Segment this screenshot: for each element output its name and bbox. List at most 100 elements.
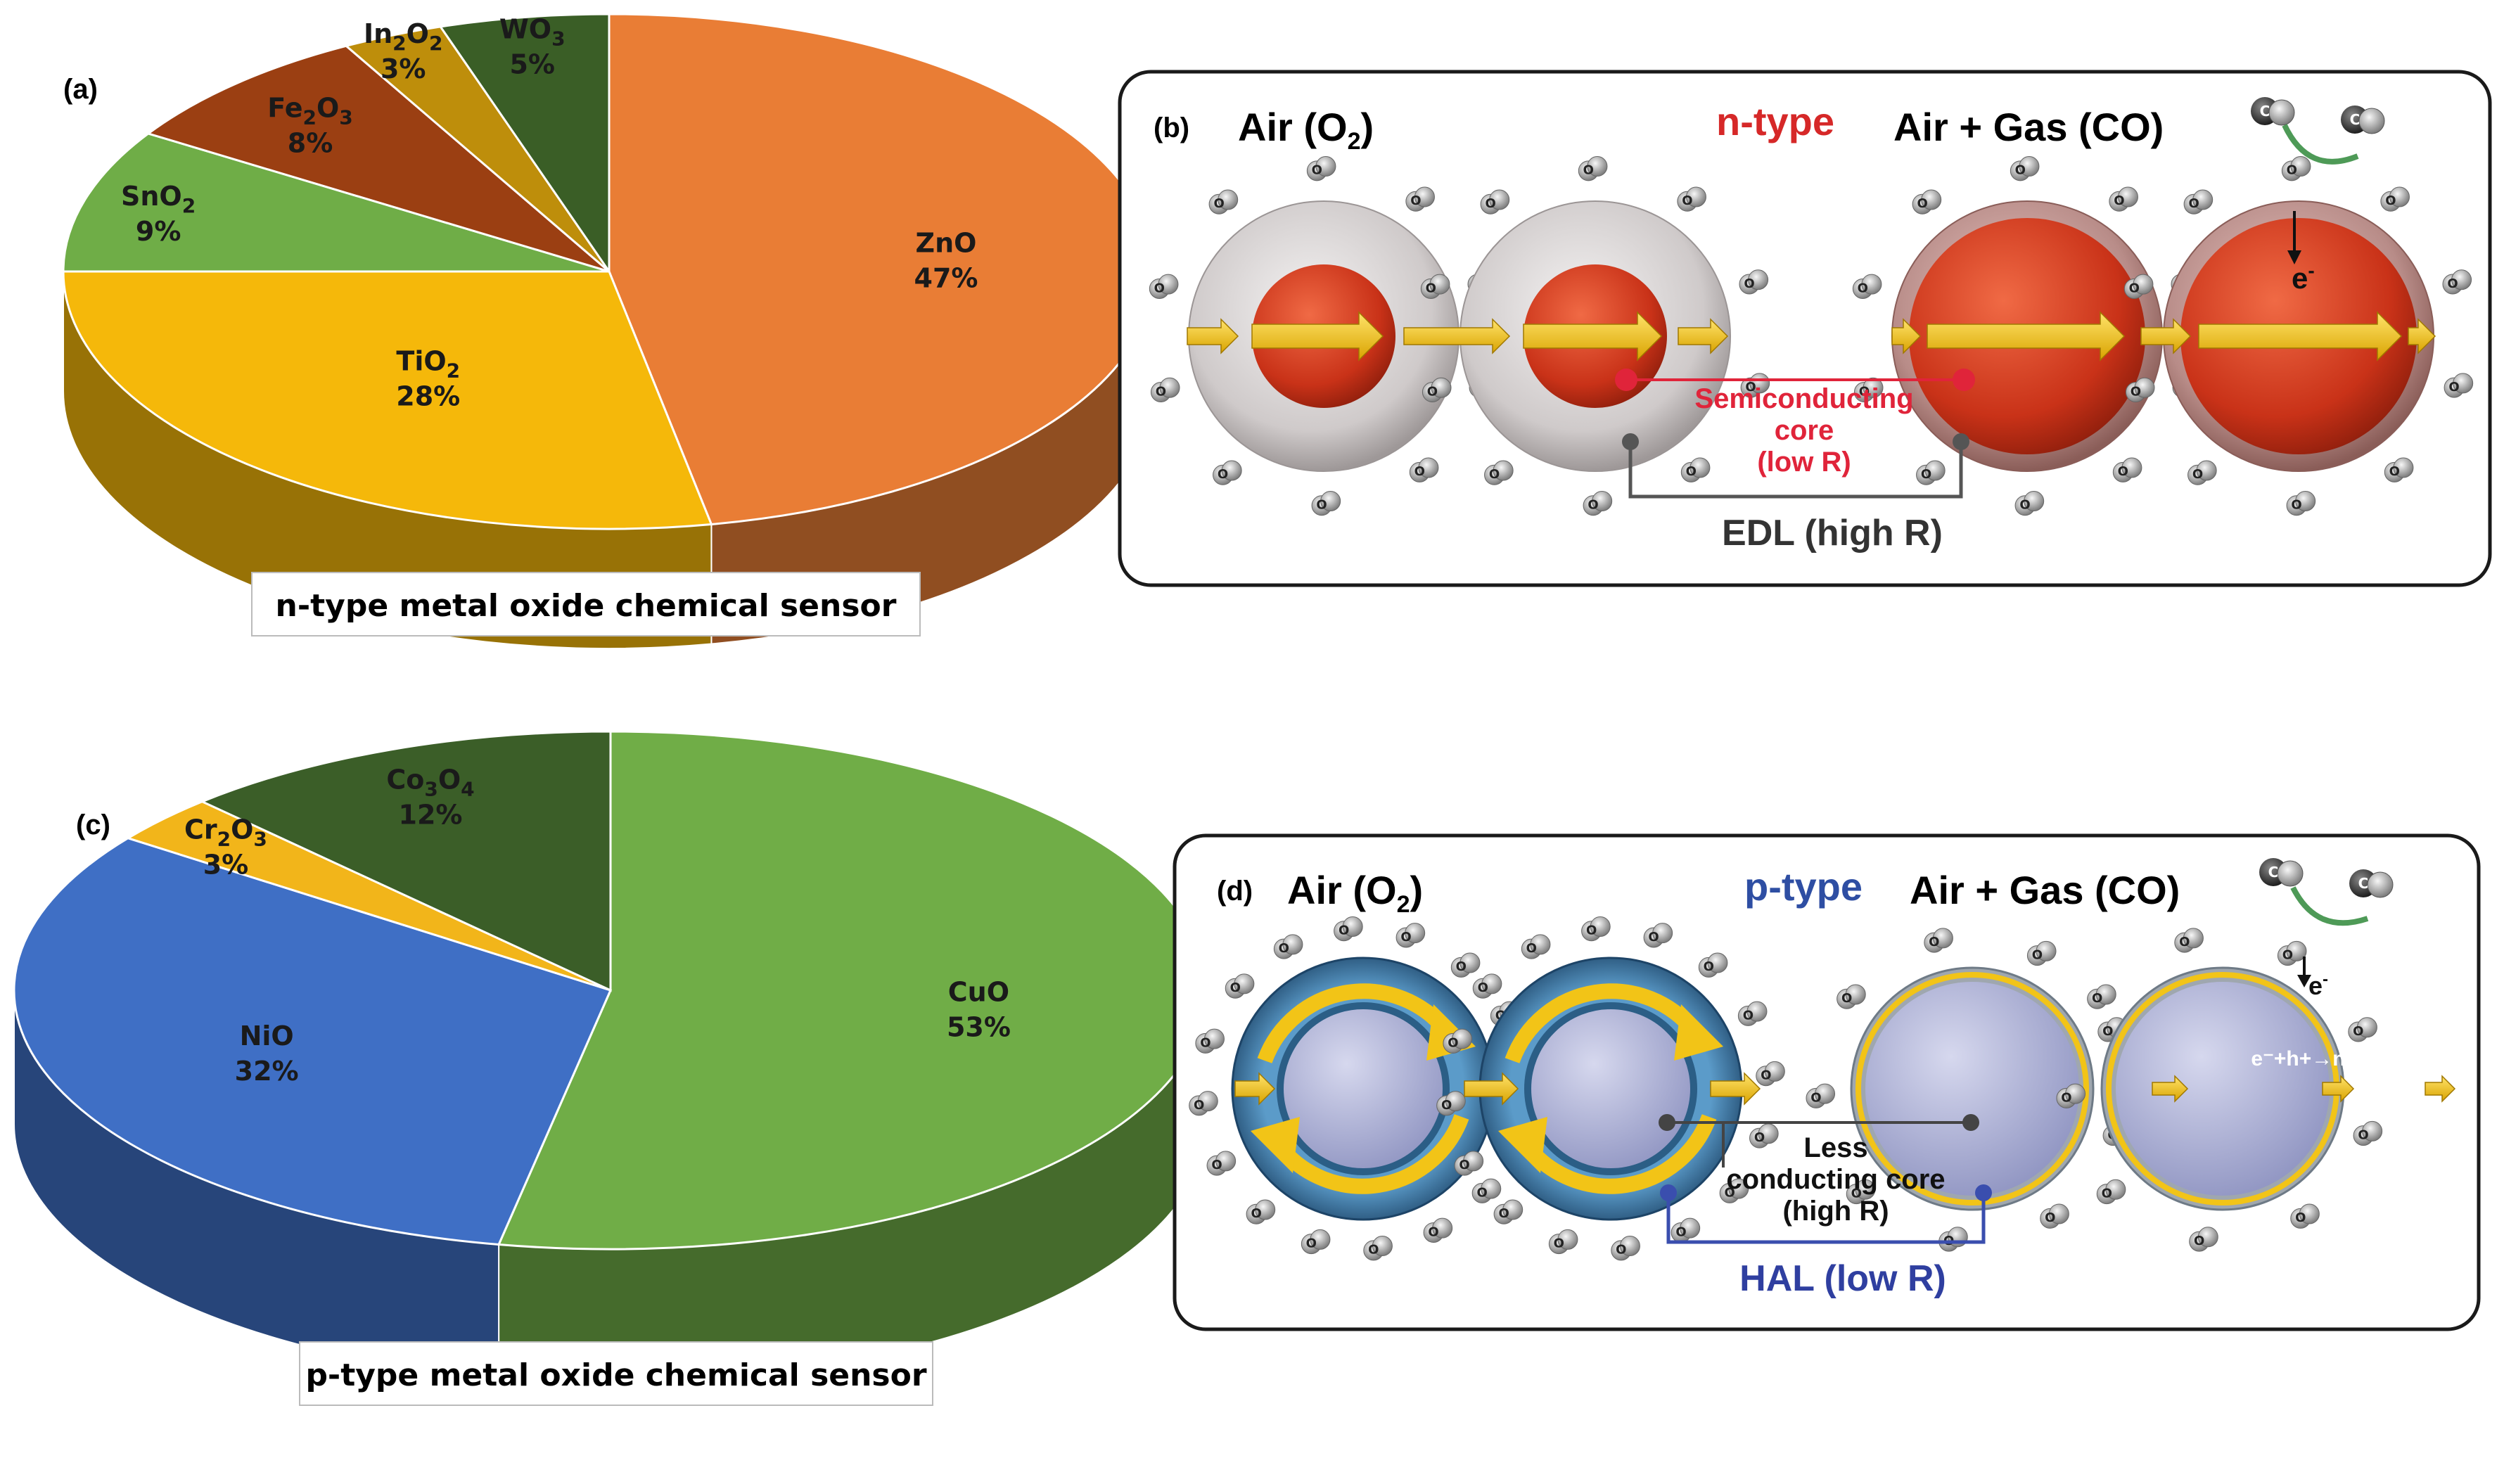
core-label-d-3: (high R) <box>1782 1196 1889 1227</box>
air-label-d: Air (O2) <box>1287 868 1423 918</box>
oxygen-molecule-icon: O <box>1195 1028 1225 1054</box>
svg-text:O: O <box>1744 276 1754 291</box>
svg-text:O: O <box>1312 163 1322 178</box>
air-label-b: Air (O2) <box>1238 105 1374 155</box>
flow-arrow-icon <box>2140 318 2192 354</box>
flow-arrow-icon <box>2408 318 2436 354</box>
svg-text:O: O <box>2102 1024 2113 1039</box>
electron-label-b: e- <box>2292 260 2315 295</box>
oxygen-molecule-icon: O <box>1480 189 1510 215</box>
svg-text:O: O <box>1279 941 1289 956</box>
pie-value-WO3: 5% <box>509 49 555 80</box>
oxygen-molecule-icon: O <box>1698 952 1728 978</box>
oxygen-molecule-icon: O <box>1677 186 1706 212</box>
svg-text:O: O <box>2287 163 2297 178</box>
oxygen-molecule-icon: O <box>1581 916 1611 942</box>
flow-arrow-icon <box>1927 311 2126 362</box>
svg-text:O: O <box>1858 281 1868 295</box>
panel-tag-b: (b) <box>1154 113 1189 143</box>
oxygen-molecule-icon: O <box>2277 940 2307 966</box>
oxygen-molecule-icon: O <box>2183 189 2214 215</box>
svg-text:O: O <box>2295 1210 2306 1225</box>
pie-label-TiO2: TiO2 <box>396 346 460 383</box>
oxygen-molecule-icon: O <box>1149 274 1179 299</box>
svg-text:O: O <box>1194 1098 1204 1113</box>
svg-text:O: O <box>1400 930 1411 945</box>
pie-label-In2O2: In2O2 <box>364 18 442 55</box>
svg-text:O: O <box>2291 498 2301 513</box>
svg-text:O: O <box>1200 1035 1211 1050</box>
oxygen-molecule-icon: O <box>1680 457 1711 482</box>
oxygen-molecule-icon: O <box>2286 490 2316 516</box>
svg-text:O: O <box>1586 923 1597 938</box>
oxygen-molecule-icon: O <box>1472 973 1502 999</box>
panel-tag-d: (d) <box>1217 876 1253 907</box>
reaction-arrow-icon <box>2282 124 2359 165</box>
oxygen-molecule-icon: O <box>2380 186 2410 212</box>
svg-text:O: O <box>1441 1098 1452 1113</box>
svg-text:O: O <box>2389 464 2400 479</box>
svg-text:O: O <box>2102 1186 2112 1201</box>
oxygen-molecule-icon: O <box>1409 457 1439 482</box>
flow-arrow-icon <box>1464 1072 1519 1106</box>
svg-text:O: O <box>2188 196 2199 211</box>
oxygen-molecule-icon: O <box>2112 457 2142 482</box>
svg-text:O: O <box>1526 941 1537 956</box>
flow-arrow-icon <box>2425 1075 2456 1103</box>
oxygen-molecule-icon: O <box>1852 274 1882 299</box>
svg-text:O: O <box>2045 1210 2055 1225</box>
svg-text:O: O <box>1743 1008 1754 1023</box>
oxygen-molecule-icon: O <box>2125 377 2155 403</box>
svg-text:O: O <box>2358 1128 2368 1143</box>
oxygen-molecule-icon: O <box>1548 1229 1578 1255</box>
svg-text:O: O <box>1498 1206 1509 1221</box>
svg-text:O: O <box>1427 384 1438 399</box>
flow-arrow-icon <box>1187 318 1239 354</box>
pie-value-NiO: 32% <box>235 1056 299 1087</box>
oxygen-molecule-icon: O <box>2123 274 2154 299</box>
oxygen-molecule-icon: O <box>1578 156 1608 181</box>
oxygen-molecule-icon: O <box>1225 973 1255 999</box>
svg-text:O: O <box>1489 467 1500 482</box>
co-molecule-icon: C <box>2349 869 2394 898</box>
oxygen-molecule-icon: O <box>1422 377 1452 403</box>
pie-value-Fe2O3: 8% <box>288 128 333 159</box>
svg-text:O: O <box>1211 1158 1222 1172</box>
pie-value-TiO2: 28% <box>396 381 460 412</box>
oxygen-molecule-icon: O <box>2109 186 2138 212</box>
svg-text:O: O <box>1426 281 1436 295</box>
chart-title-a: n-type metal oxide chemical sensor <box>276 588 897 624</box>
oxygen-molecule-icon: O <box>1756 1061 1785 1087</box>
panel-tag-a: (a) <box>63 74 98 105</box>
oxygen-molecule-icon: O <box>1484 460 1514 485</box>
co-molecule-icon: C <box>2251 97 2295 126</box>
pie-value-CuO: 53% <box>947 1011 1011 1042</box>
svg-text:C: C <box>2268 864 2279 881</box>
oxygen-molecule-icon: O <box>1405 186 1435 212</box>
oxygen-molecule-icon: O <box>1150 377 1180 403</box>
oxygen-molecule-icon: O <box>1213 460 1242 485</box>
svg-text:O: O <box>1921 467 1931 482</box>
oxygen-molecule-icon: O <box>1208 189 1239 215</box>
p-type-label: p-type <box>1744 864 1863 909</box>
panel-tag-c: (c) <box>76 810 110 840</box>
oxygen-molecule-icon: O <box>1301 1229 1331 1255</box>
svg-text:O: O <box>1704 959 1714 974</box>
svg-text:O: O <box>1316 498 1327 513</box>
svg-text:O: O <box>1841 991 1852 1006</box>
svg-text:O: O <box>2019 498 2030 513</box>
oxygen-molecule-icon: O <box>2096 1179 2126 1205</box>
thin-flow-ring-icon <box>1855 972 2089 1205</box>
oxygen-molecule-icon: O <box>2056 1083 2086 1108</box>
oxygen-molecule-icon: O <box>1739 269 1769 295</box>
svg-text:O: O <box>2129 281 2140 295</box>
pie-value-In2O2: 3% <box>381 53 426 84</box>
flow-arrow-icon <box>1251 311 1384 362</box>
oxygen-molecule-icon: O <box>2014 490 2045 516</box>
svg-text:O: O <box>1648 930 1659 945</box>
oxygen-molecule-icon: O <box>1273 934 1303 959</box>
svg-text:O: O <box>1675 1224 1686 1239</box>
oxygen-molecule-icon: O <box>2353 1120 2383 1146</box>
oxygen-molecule-icon: O <box>1454 1151 1484 1176</box>
